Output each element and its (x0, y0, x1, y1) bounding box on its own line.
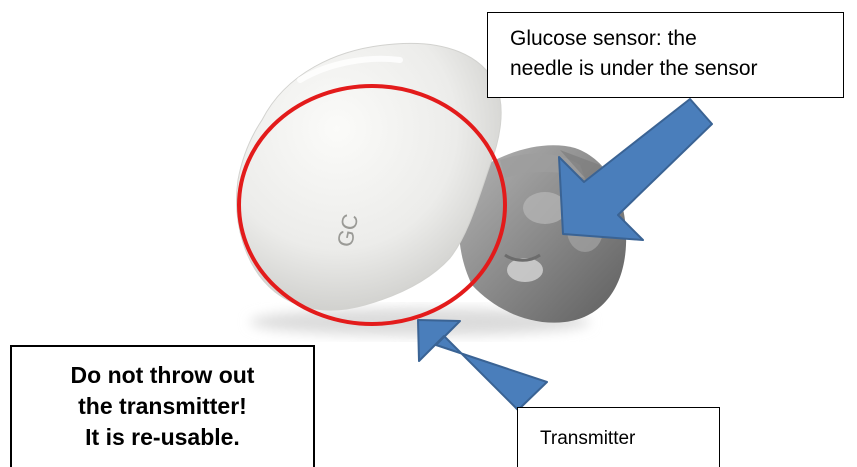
transmitter-body (237, 43, 502, 310)
warning-line-2: the transmitter! (12, 391, 313, 422)
warning-line-1: Do not throw out (12, 360, 313, 391)
transmitter-label: Transmitter (517, 407, 720, 467)
transmitter-label-text: Transmitter (540, 428, 635, 449)
sensor-label-line-1: Glucose sensor: the (510, 24, 843, 54)
warning-line-3: It is re-usable. (12, 422, 313, 453)
reuse-warning-box: Do not throw out the transmitter! It is … (10, 345, 315, 467)
glucose-sensor-label: Glucose sensor: the needle is under the … (487, 12, 844, 98)
sensor-label-line-2: needle is under the sensor (510, 54, 843, 84)
